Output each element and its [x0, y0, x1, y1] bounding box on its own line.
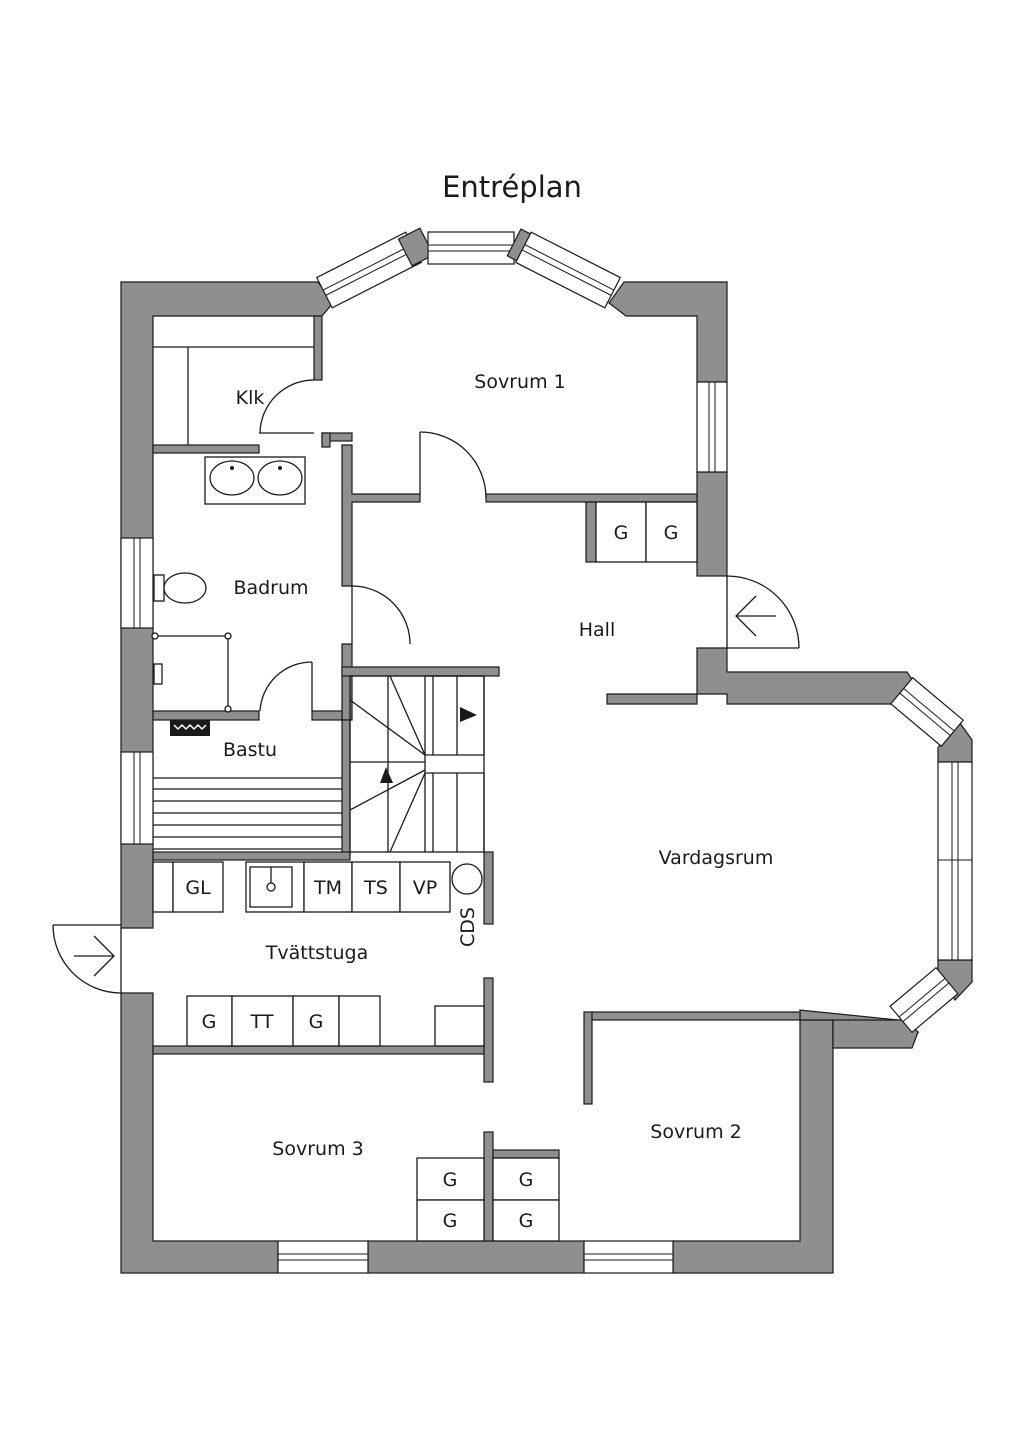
closet-label-sovrum2-2: G [519, 1210, 534, 1232]
shower-icon [151, 632, 232, 713]
tvattstuga-fixtures [152, 861, 485, 1047]
window-sovrum3 [277, 1240, 369, 1274]
closet-label-hall-2: G [664, 522, 679, 544]
closet-label-sovrum2-1: G [519, 1169, 534, 1191]
outer-wall-bay-bottom-2 [832, 1019, 919, 1049]
outer-wall-hall-step [606, 693, 698, 705]
room-label-sovrum2: Sovrum 2 [650, 1121, 741, 1143]
room-label-hall: Hall [579, 619, 616, 641]
window-top-center [427, 231, 515, 265]
closet-label-tv-1: G [202, 1011, 217, 1033]
stair-arrow-right-icon [460, 707, 477, 722]
room-label-vardagsrum: Vardagsrum [659, 847, 774, 869]
window-vardagsrum-bay [937, 761, 973, 961]
klk-shelves [153, 346, 314, 445]
interior-walls [152, 315, 801, 1242]
hall-closets [595, 501, 698, 563]
fixture-label-tt: TT [250, 1011, 274, 1033]
cds-tank [451, 863, 483, 895]
arrow-left-icon [735, 595, 776, 637]
closet-label-tv-2: G [309, 1011, 324, 1033]
staircase [349, 675, 485, 853]
stair-arrow-up-icon [380, 767, 393, 783]
window-sovrum1-right [696, 381, 728, 473]
sauna-benches [153, 777, 342, 850]
bastu-fixtures [153, 720, 342, 850]
fixture-label-ts: TS [363, 877, 388, 899]
fixture-label-tm: TM [313, 877, 342, 899]
fixture-label-vp: VP [413, 877, 437, 899]
window-sovrum2 [583, 1240, 674, 1274]
room-label-klk: Klk [236, 387, 265, 409]
room-label-badrum: Badrum [233, 577, 308, 599]
outer-wall-top-right [608, 281, 728, 383]
closet-label-sovrum3-2: G [443, 1210, 458, 1232]
room-label-bastu: Bastu [223, 739, 277, 761]
outer-walls [120, 281, 973, 1274]
sauna-heater-icon [170, 720, 210, 736]
room-labels: Sovrum 1 Klk Badrum Hall Bastu Vardagsru… [223, 371, 773, 1160]
double-sink [204, 456, 306, 505]
outer-wall-bottom-right [672, 1019, 834, 1274]
outer-wall-hall-right [696, 647, 919, 705]
room-label-tvattstuga: Tvättstuga [265, 942, 369, 964]
fixture-label-cds: CDS [457, 907, 479, 947]
bedroom-closets [416, 1157, 560, 1242]
window-badrum [120, 537, 154, 629]
fixture-labels: G G GL TM TS VP CDS G TT G G G G G [185, 522, 678, 1232]
window-bastu [120, 751, 154, 845]
closet-label-sovrum3-1: G [443, 1169, 458, 1191]
outer-wall-right-mid [696, 471, 728, 577]
toilet-icon [153, 572, 207, 604]
closet-label-hall-1: G [614, 522, 629, 544]
room-label-sovrum1: Sovrum 1 [474, 371, 565, 393]
badrum-fixtures [151, 456, 306, 713]
plan-title: Entréplan [442, 170, 582, 204]
fixture-label-gl: GL [185, 877, 211, 899]
arrow-right-icon [74, 935, 115, 977]
windows [120, 227, 973, 1274]
doors [52, 379, 800, 994]
outer-wall-bottom-middle [367, 1240, 585, 1274]
room-label-sovrum3: Sovrum 3 [272, 1138, 363, 1160]
